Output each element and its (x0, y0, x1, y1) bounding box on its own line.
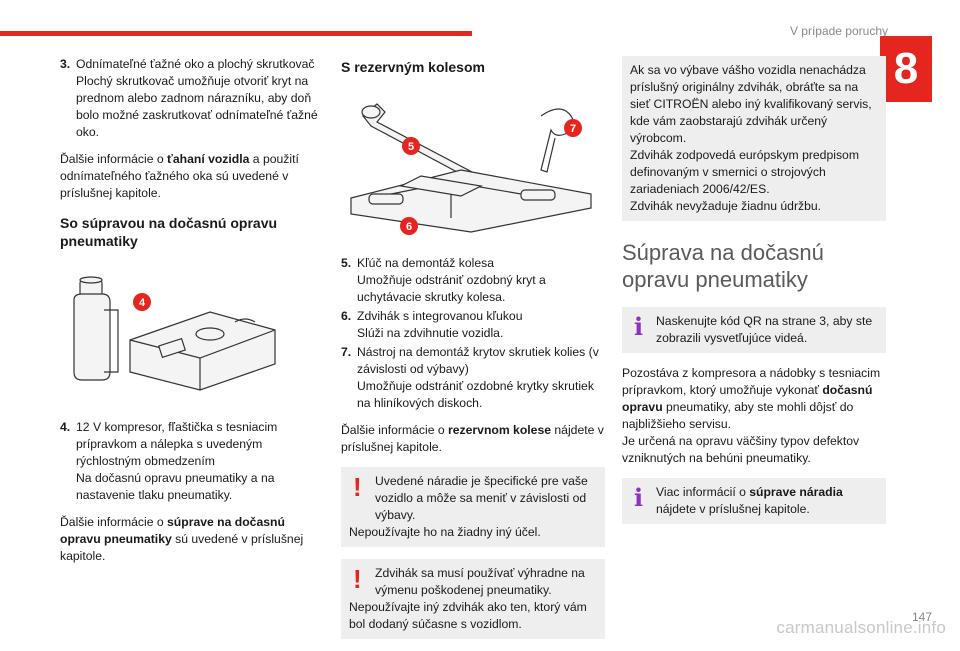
item-line: na hliníkových diskoch. (357, 396, 483, 410)
column-2: S rezervným kolesom 5 6 (341, 56, 605, 651)
callout-badge-7 (564, 119, 582, 137)
callout-badge-5 (402, 137, 420, 155)
warning-icon: ! (353, 472, 362, 502)
item-line: 12 V kompresor, fľaštička s tesniacim (76, 420, 278, 434)
list-item-6: 6. Zdvihák s integrovanou kľukou Slúži n… (341, 308, 605, 342)
item-line: Na dočasnú opravu pneumatiky a na (76, 471, 275, 485)
compressor-kit-illustration: 4 (60, 260, 322, 405)
section-heading: So súpravou na dočasnú opravu pneumatiky (60, 215, 278, 249)
list-item-5: 5. Kľúč na demontáž kolesa Umožňuje odst… (341, 255, 605, 306)
emphasis: dočasnú opravu (622, 383, 873, 414)
item-line: Odnímateľné ťažné oko a plochý skrutkova… (76, 57, 315, 71)
list-item-4: 4. 12 V kompresor, fľaštička s tesniacim… (60, 419, 322, 504)
section-heading: S rezervným kolesom (341, 59, 485, 75)
list-item-3: 3. Odnímateľné ťažné oko a plochý skrutk… (60, 56, 322, 141)
warning-box-2: ! Zdvihák sa musí používať výhradne na v… (341, 559, 605, 639)
warning-text: výmenu poškodenej pneumatiky. (375, 583, 552, 597)
info-text: Naskenujte kód QR na strane 3, aby ste z… (656, 314, 873, 345)
item-line: závislosti od výbavy) (357, 362, 469, 376)
callout-badge-6-label: 6 (406, 221, 412, 233)
watermark: carmanualsonline.info (776, 618, 946, 637)
warning-box-1: ! Uvedené náradie je špecifické pre vaše… (341, 467, 605, 547)
info-icon: i (634, 483, 644, 512)
item-line: Nástroj na demontáž krytov skrutiek koli… (357, 345, 599, 359)
running-head: V prípade poruchy (789, 24, 888, 38)
warning-text: Nepoužívajte iný zdvihák ako ten, ktorý … (349, 600, 587, 631)
item-line: Plochý skrutkovač umožňuje otvoriť kryt … (76, 74, 309, 88)
reference-link[interactable]: rezervnom kolese (448, 423, 552, 437)
page-number: 147 (911, 610, 932, 624)
warning-text: Uvedené náradie je špecifické pre vaše (375, 474, 588, 488)
paragraph: Ďalšie informácie o ťahaní vozidla a pou… (60, 152, 299, 200)
callout-badge-4-label: 4 (139, 297, 146, 309)
callout-badge-4 (133, 293, 151, 311)
column-1: 3. Odnímateľné ťažné oko a plochý skrutk… (60, 56, 322, 576)
item-line: prednom alebo zadnom nárazníku, aby doň (76, 91, 312, 105)
paragraph: Ďalšie informácie o rezervnom kolese náj… (341, 423, 604, 454)
reference-link[interactable]: súprave náradia (749, 485, 843, 499)
tools-drawing: 5 6 7 (350, 103, 592, 235)
item-line: uchytávacie skrutky kolesa. (357, 290, 506, 304)
item-line: bolo možné zaskrutkovať odnímateľné ťažn… (76, 108, 318, 122)
item-line: prípravkom a nálepka s uvedeným (76, 437, 263, 451)
warning-icon: ! (353, 564, 362, 594)
item-line: nastavenie tlaku pneumatiky. (76, 488, 233, 502)
paragraph: Ďalšie informácie o súprave na dočasnú o… (60, 515, 304, 563)
compressor-kit-drawing: 4 (73, 276, 276, 391)
item-line: Slúži na zdvihnutie vozidla. (357, 326, 504, 340)
warning-text: Nepoužívajte ho na žiadny iný účel. (349, 525, 541, 539)
column-3: Ak sa vo výbave vášho vozidla nenachádza… (622, 56, 886, 536)
spare-wheel-tools-illustration: 5 6 7 (341, 86, 605, 241)
item-line: Kľúč na demontáž kolesa (357, 256, 495, 270)
item-line: Umožňuje odstrániť ozdobný kryt a (357, 273, 546, 287)
item-number: 4. (60, 420, 71, 434)
header-accent-bar (0, 31, 472, 36)
chapter-number-badge: 8 (880, 36, 932, 102)
callout-badge-6 (400, 217, 418, 235)
note-text: Zdvihák nevyžaduje žiadnu údržbu. (630, 199, 822, 213)
item-line: oko. (76, 125, 100, 139)
note-box: Ak sa vo výbave vášho vozidla nenachádza… (622, 56, 886, 221)
callout-badge-7-label: 7 (570, 123, 576, 135)
note-text: Zdvihák zodpovedá európskym predpisom de… (630, 148, 859, 196)
section-title: Súprava na dočasnú opravu pneumatiky (622, 240, 824, 292)
info-icon: i (634, 312, 644, 341)
note-text: Ak sa vo výbave vášho vozidla nenachádza… (630, 63, 872, 145)
paragraph: Pozostáva z kompresora a nádobky s tesni… (622, 366, 881, 465)
item-line: Zdvihák s integrovanou kľukou (357, 309, 523, 323)
warning-text: Zdvihák sa musí používať výhradne na (375, 566, 585, 580)
reference-link[interactable]: súprave na dočasnú opravu pneumatiky (60, 515, 285, 546)
callout-badge-5-label: 5 (408, 141, 414, 153)
item-line: rýchlostným obmedzením (76, 454, 215, 468)
info-box-2: i Viac informácií o súprave náradia nájd… (622, 478, 886, 524)
item-number: 7. (341, 345, 352, 359)
warning-text: vozidlo a môže sa meniť v závislosti od … (375, 491, 587, 522)
reference-link[interactable]: ťahaní vozidla (167, 152, 250, 166)
list-item-7: 7. Nástroj na demontáž krytov skrutiek k… (341, 344, 605, 412)
item-number: 5. (341, 256, 352, 270)
item-number: 6. (341, 309, 352, 323)
info-box-1: i Naskenujte kód QR na strane 3, aby ste… (622, 307, 886, 353)
item-line: Umožňuje odstrániť ozdobné krytky skruti… (357, 379, 594, 393)
item-number: 3. (60, 57, 71, 71)
